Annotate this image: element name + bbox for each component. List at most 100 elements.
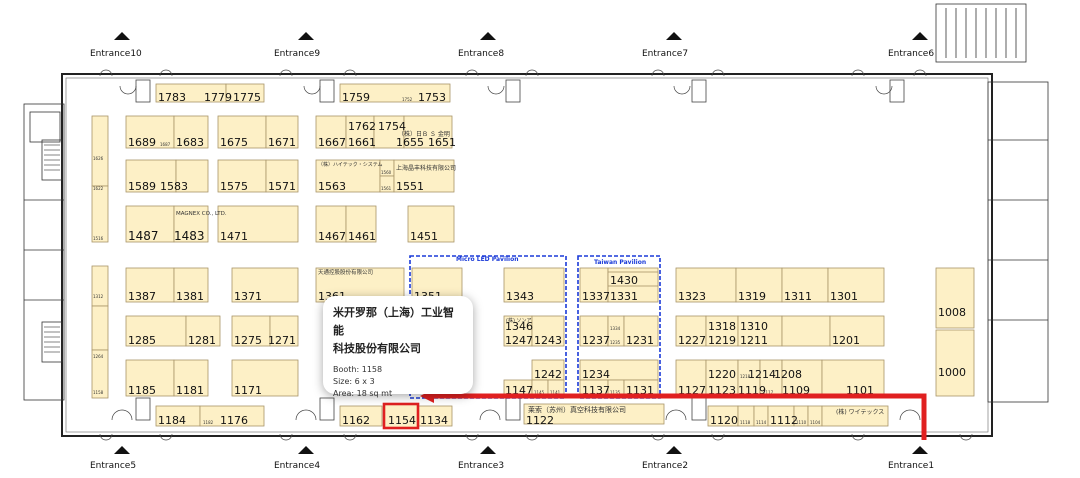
booth-number[interactable]: 1683	[176, 136, 204, 149]
booth-number[interactable]: 1675	[220, 136, 248, 149]
booth-number[interactable]: 1346	[505, 320, 533, 333]
booth-number-small[interactable]: 1141	[550, 390, 561, 395]
booth-number[interactable]: 1231	[626, 334, 654, 347]
booth-group[interactable]	[125, 329, 975, 397]
highlighted-booth-number[interactable]: 1154	[388, 414, 416, 427]
booth-number-small[interactable]: 1626	[93, 156, 104, 161]
booth-number-small[interactable]: 1516	[93, 236, 104, 241]
booth-number[interactable]: 1483	[174, 229, 205, 243]
booth-number[interactable]: 1220	[708, 368, 736, 381]
booth-info-popup[interactable]: 米开罗那（上海）工业智能 科技股份有限公司 Booth: 1158 Size: …	[323, 296, 473, 398]
booth-number-small[interactable]: 1264	[93, 354, 104, 359]
booth-number-small[interactable]: 1560	[381, 170, 392, 175]
booth-number[interactable]: 1311	[784, 290, 812, 303]
booth-number[interactable]: 1651	[428, 136, 456, 149]
booth-number-small[interactable]: 1312	[93, 294, 104, 299]
booth-number[interactable]: 1759	[342, 91, 370, 104]
booth-number-small[interactable]: 1218	[740, 374, 751, 379]
booth-number-small[interactable]: 1114	[756, 420, 767, 425]
booth-number[interactable]: 1219	[708, 334, 736, 347]
booth-number[interactable]: 1201	[832, 334, 860, 347]
booth-group[interactable]	[155, 83, 451, 103]
booth-number[interactable]: 1783	[158, 91, 186, 104]
booth-number[interactable]: 1779	[204, 91, 232, 104]
booth-number[interactable]: 1487	[128, 229, 159, 243]
booth-number[interactable]: 1661	[348, 136, 376, 149]
booth-number[interactable]: 1310	[740, 320, 768, 333]
booth-number[interactable]: 1319	[738, 290, 766, 303]
booth-number[interactable]: 1171	[234, 384, 262, 397]
highlighted-booth-1158[interactable]	[382, 402, 420, 430]
side-booths[interactable]	[91, 115, 109, 399]
booth-number[interactable]: 1120	[710, 414, 738, 427]
booth-number[interactable]: 1571	[268, 180, 296, 193]
booth-number[interactable]: 1275	[234, 334, 262, 347]
booth-number[interactable]: 1337	[582, 290, 610, 303]
booth-number[interactable]: 1301	[830, 290, 858, 303]
booth-number[interactable]: 1563	[318, 180, 346, 193]
booth-number-small[interactable]: 1117	[763, 390, 774, 395]
booth-number-small[interactable]: 1561	[381, 186, 392, 191]
booth-number-small[interactable]: 1104	[810, 420, 821, 425]
booth-number[interactable]: 1271	[268, 334, 296, 347]
booth-number-small[interactable]: 1145	[534, 390, 545, 395]
booth-number[interactable]: 1227	[678, 334, 706, 347]
booth-number-small[interactable]: 1110	[796, 420, 807, 425]
booth-number[interactable]: 1471	[220, 230, 248, 243]
booth-number-small[interactable]: 1334	[610, 326, 621, 331]
booth-number[interactable]: 1387	[128, 290, 156, 303]
booth-number-small[interactable]: 1622	[93, 186, 104, 191]
booth-number[interactable]: 1181	[176, 384, 204, 397]
booth-number[interactable]: 1285	[128, 334, 156, 347]
booth-number[interactable]: 1323	[678, 290, 706, 303]
booth-number[interactable]: 1583	[160, 180, 188, 193]
booth-number[interactable]: 1242	[534, 368, 562, 381]
booth-number-small[interactable]: 1158	[93, 390, 104, 395]
booth-number[interactable]: 1589	[128, 180, 156, 193]
booth-group[interactable]	[155, 403, 889, 427]
booth-number[interactable]: 1281	[188, 334, 216, 347]
booth-number[interactable]: 1211	[740, 334, 768, 347]
booth-number[interactable]: 1753	[418, 91, 446, 104]
booth-number-small[interactable]: 1182	[203, 420, 214, 425]
booth-group[interactable]	[125, 159, 455, 193]
booth-number[interactable]: 1575	[220, 180, 248, 193]
booth-number[interactable]: 1008	[938, 306, 966, 319]
booth-number[interactable]: 1671	[268, 136, 296, 149]
booth-number[interactable]: 1655	[396, 136, 424, 149]
booth-number[interactable]: 1176	[220, 414, 248, 427]
booth-group[interactable]	[125, 115, 453, 149]
booth-number[interactable]: 1754	[378, 120, 406, 133]
booth-number[interactable]: 1243	[534, 334, 562, 347]
booth-number[interactable]: 1430	[610, 274, 638, 287]
booth-number[interactable]: 1331	[610, 290, 638, 303]
booth-number-small[interactable]: 1752	[402, 97, 413, 102]
booth-number[interactable]: 1467	[318, 230, 346, 243]
booth-number[interactable]: 1762	[348, 120, 376, 133]
booth-number[interactable]: 1237	[582, 334, 610, 347]
booth-number[interactable]: 1371	[234, 290, 262, 303]
booth-number[interactable]: 1343	[506, 290, 534, 303]
booth-number[interactable]: 1318	[708, 320, 736, 333]
booth-number[interactable]: 1162	[342, 414, 370, 427]
booth-number[interactable]: 1461	[348, 230, 376, 243]
booth-group[interactable]	[125, 315, 885, 347]
booth-number[interactable]: 1247	[505, 334, 533, 347]
booth-number[interactable]: 1184	[158, 414, 186, 427]
booth-number-small[interactable]: 1235	[610, 340, 621, 345]
booth-number[interactable]: 1214	[748, 368, 776, 381]
booth-number[interactable]: 1689	[128, 136, 156, 149]
booth-number-small[interactable]: 1118	[740, 420, 751, 425]
booth-number[interactable]: 1667	[318, 136, 346, 149]
booth-number-small[interactable]: 1687	[160, 142, 171, 147]
booth-group[interactable]	[125, 205, 455, 243]
booth-number[interactable]: 1234	[582, 368, 610, 381]
booth-group[interactable]	[125, 267, 975, 329]
booth-number[interactable]: 1122	[526, 414, 554, 427]
booth-number[interactable]: 1381	[176, 290, 204, 303]
booth-number-small[interactable]: 1135	[610, 390, 621, 395]
booth-number[interactable]: 1775	[233, 91, 261, 104]
booth-number[interactable]: 1451	[410, 230, 438, 243]
booth-number[interactable]: 1112	[770, 414, 798, 427]
booth-number[interactable]: 1551	[396, 180, 424, 193]
